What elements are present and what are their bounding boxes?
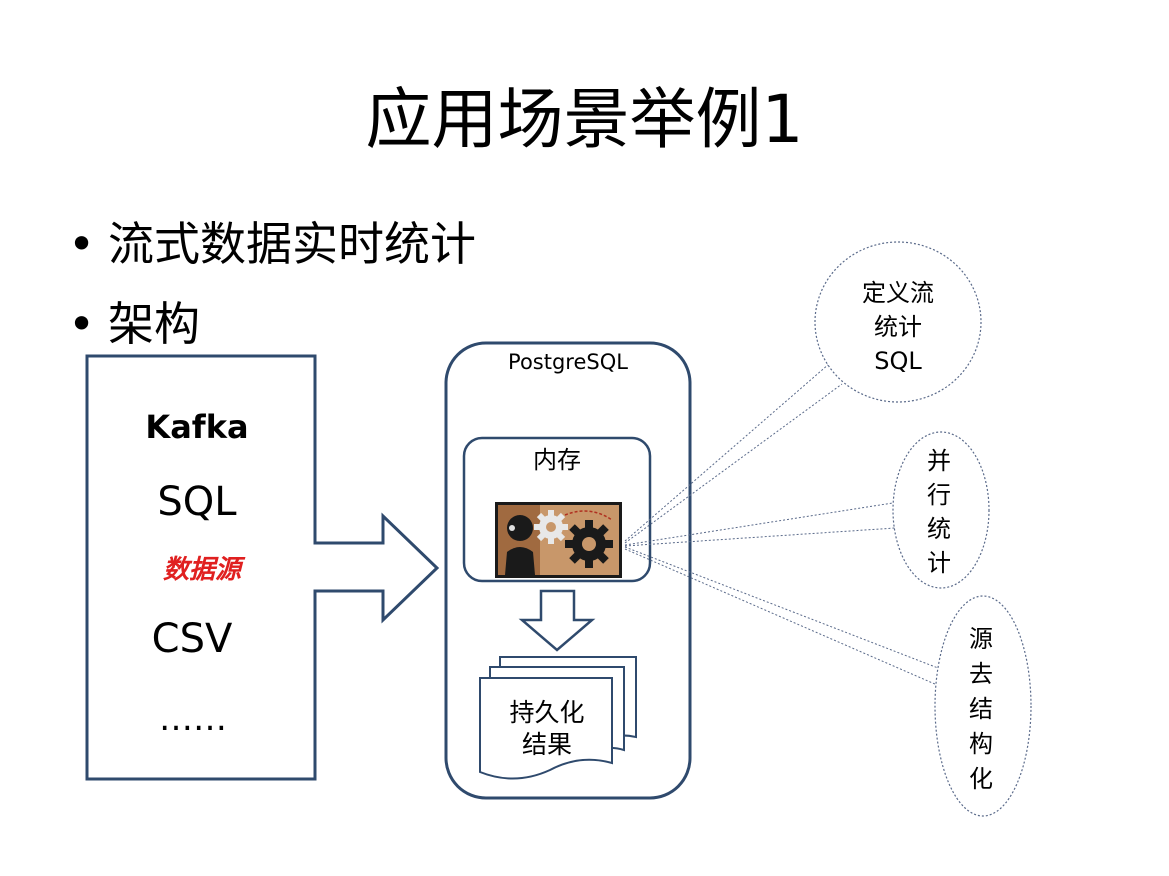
callout-text: SQL xyxy=(874,347,922,375)
slide-title: 应用场景举例1 xyxy=(365,81,804,158)
callout-bubble xyxy=(892,431,990,589)
callout-bubble xyxy=(934,595,1032,817)
source-label: 数据源 xyxy=(163,555,246,585)
callout-connectors xyxy=(624,363,945,689)
down-arrow xyxy=(518,589,596,652)
bullet-dot: • xyxy=(68,297,96,351)
callout-text: 构 xyxy=(969,730,993,758)
persist-label-line1: 持久化 xyxy=(509,698,584,727)
source-more: …… xyxy=(159,699,227,739)
callout-text: 源 xyxy=(969,625,993,653)
bullet-text: 流式数据实时统计 xyxy=(108,217,476,271)
source-csv: CSV xyxy=(152,616,233,662)
callout-text: 计 xyxy=(927,549,951,577)
memory-label: 内存 xyxy=(533,446,581,474)
bullet-item: •流式数据实时统计 xyxy=(68,208,476,274)
callout-text: 去 xyxy=(969,660,993,688)
bullet-item: •架构 xyxy=(68,288,200,354)
persist-label-line2: 结果 xyxy=(522,730,572,759)
callout-text: 定义流 xyxy=(862,279,934,307)
persist-documents xyxy=(479,656,637,780)
source-kafka: Kafka xyxy=(145,408,248,446)
callout-text: 统计 xyxy=(874,313,922,341)
callout-text: 行 xyxy=(927,481,951,509)
callout-text: 结 xyxy=(969,695,993,723)
callout-bubble xyxy=(814,241,982,403)
postgresql-title: PostgreSQL xyxy=(508,350,628,374)
bullet-dot: • xyxy=(68,217,96,271)
source-sql: SQL xyxy=(157,479,237,525)
source-arrow-box xyxy=(85,354,440,781)
processing-illustration xyxy=(495,502,622,578)
callout-text: 化 xyxy=(969,765,993,793)
callout-text: 并 xyxy=(927,447,951,475)
callout-text: 统 xyxy=(927,515,951,543)
bullet-text: 架构 xyxy=(108,297,200,351)
